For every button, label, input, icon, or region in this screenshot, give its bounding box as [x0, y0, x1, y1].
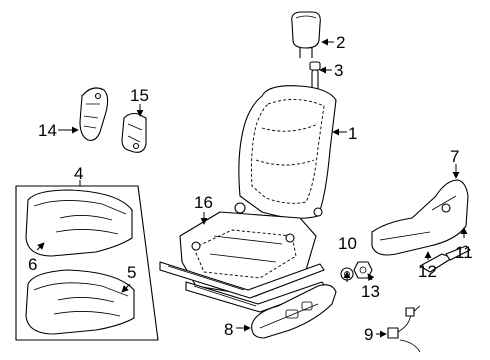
callout-14: 14: [38, 121, 57, 140]
callout-13: 13: [361, 282, 380, 301]
wire-harness: [387, 305, 421, 353]
seat-frame: [179, 202, 317, 297]
seat-switch: [251, 284, 337, 339]
side-finisher: [371, 179, 469, 256]
callout-15: 15: [130, 86, 149, 105]
callout-11: 11: [455, 243, 473, 262]
callout-5: 5: [127, 263, 136, 282]
cushion-pad: [25, 189, 133, 257]
callout-8: 8: [224, 320, 233, 339]
leader-5: [121, 283, 131, 293]
seat-back: [238, 85, 337, 219]
headrest-guide: [309, 61, 321, 91]
callout-2: 2: [336, 33, 345, 52]
callout-9: 9: [364, 325, 373, 344]
cushion-cover: [25, 269, 135, 335]
leader-13: [367, 273, 375, 282]
callout-7: 7: [450, 147, 459, 166]
callout-6: 6: [28, 255, 37, 274]
headrest: [291, 11, 321, 58]
callout-16: 16: [194, 193, 213, 212]
leader-6: [36, 242, 45, 251]
callout-1: 1: [348, 124, 357, 143]
cover-bracket: [121, 112, 147, 153]
callout-3: 3: [334, 61, 343, 80]
lever: [445, 245, 471, 261]
callout-4: 4: [74, 164, 83, 183]
side-shield: [79, 87, 109, 141]
callout-10: 10: [338, 234, 357, 253]
callout-12: 12: [418, 262, 437, 281]
